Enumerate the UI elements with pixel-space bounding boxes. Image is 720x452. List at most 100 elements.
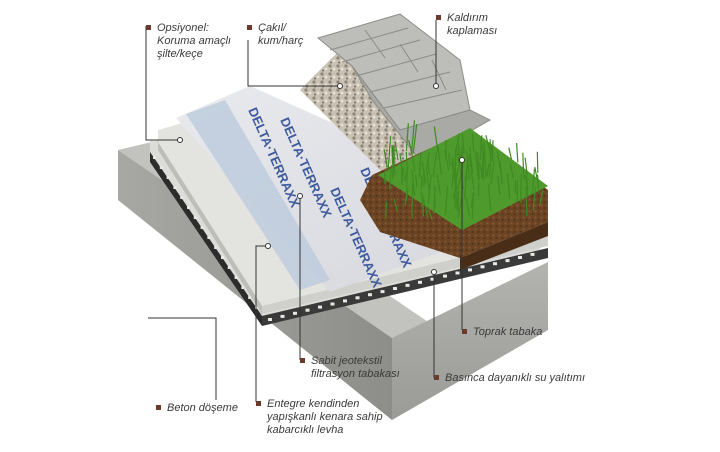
dimple-dot bbox=[330, 302, 335, 306]
label-concrete-slab: Beton döşeme bbox=[156, 402, 238, 415]
grass-blade bbox=[388, 136, 392, 161]
bullet-icon bbox=[436, 15, 441, 20]
grass-blade bbox=[471, 133, 475, 152]
grass-blade bbox=[490, 160, 495, 185]
bullet-icon bbox=[247, 25, 252, 30]
dimple-dot bbox=[518, 256, 522, 259]
bullet-icon bbox=[462, 329, 467, 334]
dimple-dot bbox=[166, 176, 170, 179]
label-optional-mat: Opsiyonel: Koruma amaçlı şilte/keçe bbox=[146, 22, 231, 61]
grass-blade bbox=[421, 162, 427, 184]
dimple-dot bbox=[343, 299, 347, 303]
grass-blade bbox=[437, 145, 442, 175]
grass-blade bbox=[387, 158, 390, 172]
grass-blade bbox=[538, 189, 544, 207]
grass-blade bbox=[454, 133, 460, 156]
bullet-icon bbox=[156, 405, 161, 410]
dimple-dot bbox=[180, 196, 184, 199]
grass-blade bbox=[532, 186, 536, 211]
grass-blade bbox=[427, 207, 433, 221]
grass-blade bbox=[457, 190, 460, 212]
bullet-icon bbox=[434, 375, 439, 380]
grass-blade bbox=[485, 163, 490, 178]
grass-blade bbox=[394, 142, 399, 161]
dimple-dot bbox=[227, 266, 231, 269]
dimple-dot bbox=[248, 296, 252, 299]
dimple-dot bbox=[393, 287, 397, 290]
grass-blade bbox=[410, 148, 416, 172]
bullet-icon bbox=[146, 25, 151, 30]
grass-blade bbox=[451, 162, 457, 189]
grass-blade bbox=[405, 123, 409, 151]
dimple-dot bbox=[505, 259, 510, 263]
dimple-dot bbox=[221, 256, 224, 259]
grass-blade bbox=[496, 151, 502, 173]
leader-dots bbox=[177, 83, 465, 275]
dimple-dot bbox=[480, 265, 485, 269]
grass-blade bbox=[433, 126, 439, 153]
dimple-dot bbox=[234, 276, 238, 279]
grass-blade bbox=[391, 145, 394, 175]
dimple-dot bbox=[405, 283, 410, 287]
label-soil-layer: Toprak tabaka bbox=[462, 326, 542, 339]
bullet-icon bbox=[300, 358, 305, 363]
grass-blade bbox=[485, 135, 491, 151]
grass-blade bbox=[489, 145, 493, 161]
leader-lines bbox=[145, 20, 463, 402]
grass-blade bbox=[405, 171, 408, 201]
dimple-dot bbox=[455, 271, 460, 275]
grass-blade bbox=[427, 174, 432, 204]
grass-blade bbox=[383, 149, 388, 168]
grass-blade bbox=[393, 198, 398, 212]
label-gravel: Çakıl/ kum/harç bbox=[247, 22, 303, 48]
dimple-dot bbox=[318, 305, 322, 309]
dimple-dot bbox=[293, 311, 297, 315]
grass-blade bbox=[427, 159, 430, 175]
grass-blade bbox=[403, 165, 409, 182]
grass-blade bbox=[476, 152, 480, 179]
dimple-dot bbox=[241, 286, 245, 289]
grass-blade bbox=[520, 174, 522, 203]
grass-blade bbox=[478, 162, 484, 178]
grass-blade bbox=[420, 175, 423, 190]
grass-blade bbox=[471, 192, 474, 220]
grass-blade bbox=[453, 185, 457, 200]
grass-blade bbox=[515, 142, 519, 163]
grass-blade bbox=[418, 152, 422, 178]
label-waterproofing: Basınca dayanıklı su yalıtımı bbox=[434, 372, 585, 385]
dimple-dot bbox=[493, 262, 497, 266]
dimple-dot bbox=[159, 166, 163, 169]
grass-blade bbox=[399, 153, 404, 174]
grass-blade bbox=[522, 152, 525, 180]
dimple-dot bbox=[305, 308, 310, 312]
grass-blade bbox=[400, 168, 405, 182]
dimple-dot bbox=[468, 268, 472, 272]
dimple-dot bbox=[418, 280, 422, 284]
grass-tuft bbox=[378, 120, 548, 230]
grass-blade bbox=[524, 157, 528, 175]
grass-blade bbox=[464, 156, 470, 182]
grass-blade bbox=[465, 151, 471, 180]
grass-blade bbox=[436, 173, 441, 195]
dimple-dot bbox=[173, 186, 177, 189]
label-geotextile: Sabit jeotekstil filtrasyon tabakası bbox=[300, 355, 400, 381]
grass-blade bbox=[469, 147, 474, 174]
grass-blade bbox=[525, 171, 529, 198]
grass-blade bbox=[536, 174, 540, 193]
dimple-dot bbox=[355, 296, 360, 300]
bullet-icon bbox=[256, 401, 261, 406]
dimple-dot bbox=[214, 246, 218, 249]
dimple-dot bbox=[368, 293, 372, 297]
grass-blade bbox=[425, 166, 430, 192]
grass-blade bbox=[499, 161, 503, 185]
grass-blade bbox=[457, 174, 462, 189]
grass-blade bbox=[389, 164, 392, 190]
grass-blade bbox=[412, 123, 418, 154]
dimple-dot bbox=[443, 274, 447, 278]
grass-blade bbox=[470, 170, 475, 190]
dimple-dot bbox=[268, 318, 272, 321]
grass-blade bbox=[384, 201, 388, 219]
grass-blade bbox=[508, 147, 513, 160]
grass-blade bbox=[411, 183, 414, 206]
